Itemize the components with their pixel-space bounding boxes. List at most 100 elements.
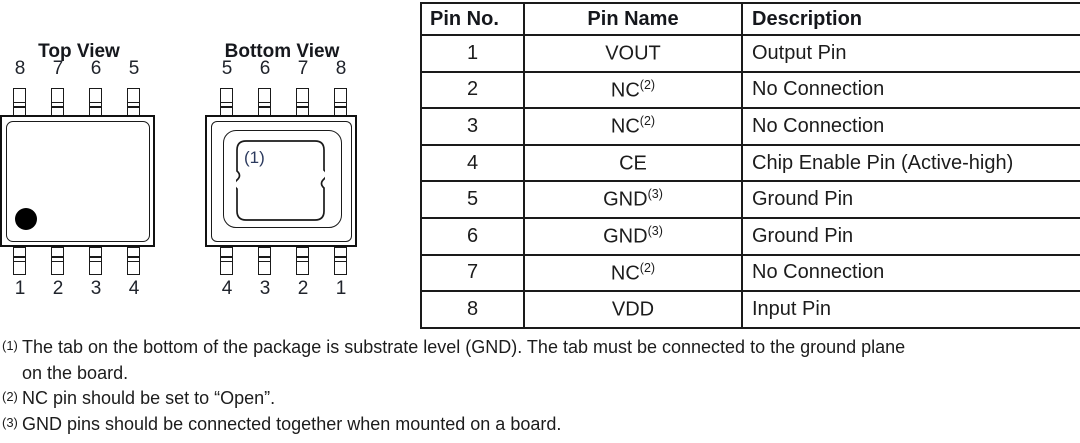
pin-number: 8: [335, 58, 347, 79]
tab-footnote-marker: (1): [244, 148, 265, 167]
pin-name-text: VOUT: [605, 42, 661, 65]
footnote-marker: (1): [2, 338, 18, 353]
pin-no-cell: 6: [420, 216, 525, 256]
pin-number: 3: [90, 278, 102, 299]
pin-number: 6: [90, 58, 102, 79]
description-cell: Ground Pin: [741, 180, 1080, 219]
pin-bend-line: [14, 106, 25, 108]
pin-bend-line: [259, 106, 270, 108]
pin-name-cell: CE: [523, 143, 743, 183]
pin-lead: [51, 88, 64, 116]
pin-lead: [296, 247, 309, 275]
pin-name-text: GND: [603, 189, 648, 211]
pin-bend-line: [221, 260, 232, 263]
pin-bend-line: [259, 260, 270, 263]
pin-name-cell: VDD: [523, 290, 743, 329]
pin-name-cell: NC(2): [523, 107, 743, 146]
pin-name-cell: VOUT: [523, 34, 743, 73]
pin-bend-line: [221, 106, 232, 108]
pin-lead: [220, 247, 233, 275]
pin-bend-line: [297, 106, 308, 108]
bottom-view-package-body: (1): [205, 115, 357, 247]
pin-name-text: VDD: [611, 298, 655, 321]
pin-number: 7: [52, 58, 64, 79]
footnotes: (1) The tab on the bottom of the package …: [2, 335, 1078, 437]
pin-name-text: NC: [610, 115, 640, 138]
pin-number: 4: [221, 278, 233, 299]
pin1-indicator-dot: [15, 208, 37, 230]
footnote-line: GND pins should be connected together wh…: [22, 413, 562, 434]
pin-bend-line: [335, 256, 346, 258]
pin-bend-line: [128, 101, 139, 104]
pin-lead: [220, 88, 233, 116]
pin-no-cell: 5: [420, 180, 525, 219]
pin-bend-line: [90, 256, 101, 258]
pin-number: 2: [297, 278, 309, 299]
pin-lead: [334, 247, 347, 275]
description-cell: No Connection: [741, 107, 1080, 146]
bottom-view-title: Bottom View: [224, 41, 340, 62]
bottom-view-inner-outline: [223, 130, 342, 228]
footnote-line: on the board.: [22, 362, 129, 383]
pin-bend-line: [297, 256, 308, 258]
pin-lead: [296, 88, 309, 116]
pin-bend-line: [297, 260, 308, 263]
pin-lead: [258, 247, 271, 275]
pin-number: 5: [221, 58, 233, 79]
pin-lead: [51, 247, 64, 275]
substrate-tab-outline: [236, 140, 325, 221]
footnote-line: The tab on the bottom of the package is …: [22, 337, 906, 357]
pin-bend-line: [259, 101, 270, 104]
pin-bend-line: [52, 101, 63, 104]
footnote-marker: (3): [2, 414, 18, 430]
pin-bend-line: [90, 106, 101, 108]
pin-name-superscript: (2): [639, 114, 656, 129]
pin-lead: [258, 88, 271, 116]
pin-bend-line: [259, 256, 270, 258]
top-view-title: Top View: [38, 41, 120, 62]
pin-name-cell: GND(3): [523, 180, 743, 219]
pin-bend-line: [221, 101, 232, 104]
pin-bend-line: [52, 106, 63, 108]
pin-bend-line: [221, 256, 232, 258]
pin-no-cell: 7: [420, 253, 525, 293]
pin-name-cell: NC(2): [523, 70, 743, 110]
footnote-line: NC pin should be set to “Open”.: [22, 388, 276, 408]
pin-bend-line: [52, 260, 63, 263]
pin-bend-line: [128, 106, 139, 108]
pin-bend-line: [52, 256, 63, 258]
pin-number: 7: [297, 58, 309, 79]
header-pin-no: Pin No.: [420, 2, 525, 36]
pin-no-cell: 4: [420, 143, 525, 183]
description-cell: No Connection: [741, 253, 1080, 293]
pin-bend-line: [90, 101, 101, 104]
top-view-package-body: [0, 115, 155, 247]
pin-no-cell: 3: [420, 107, 525, 146]
pin-number: 4: [128, 278, 140, 299]
pin-lead: [127, 88, 140, 116]
pin-lead: [13, 88, 26, 116]
pin-name-text: NC: [610, 262, 640, 285]
pin-number: 3: [259, 278, 271, 299]
pin-name-text: NC: [610, 79, 640, 102]
pin-name-cell: NC(2): [523, 253, 743, 293]
pin-number: 1: [14, 278, 26, 299]
pin-bend-line: [14, 260, 25, 263]
pin-lead: [13, 247, 26, 275]
pin-number: 1: [335, 278, 347, 299]
description-cell: Chip Enable Pin (Active-high): [741, 143, 1080, 183]
pin-number: 2: [52, 278, 64, 299]
pin-number: 6: [259, 58, 271, 79]
header-description: Description: [741, 2, 1080, 36]
pin-no-cell: 2: [420, 70, 525, 110]
